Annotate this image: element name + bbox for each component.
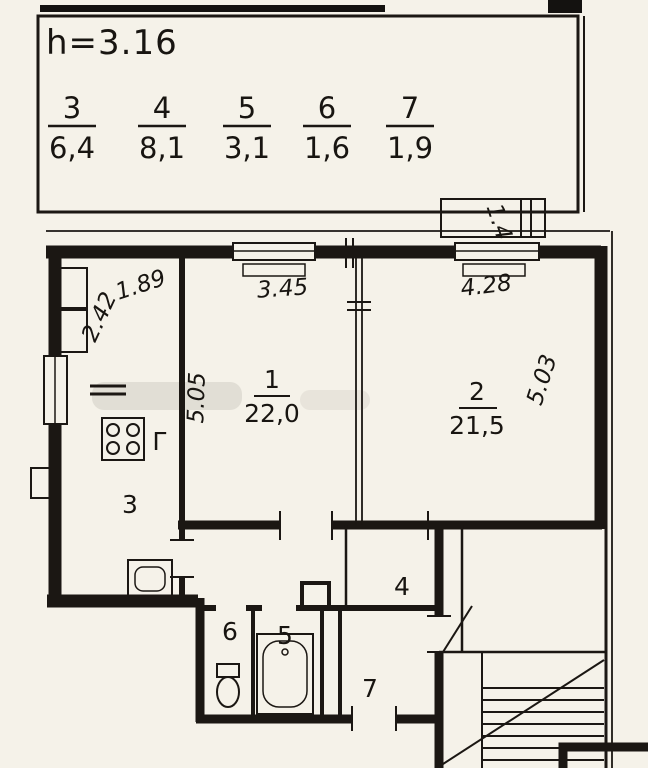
room1-area: 22,0 xyxy=(244,399,300,428)
stove xyxy=(101,417,145,461)
legend-room-number: 7 xyxy=(401,91,419,125)
tick-hall-door xyxy=(279,511,333,540)
bathtub xyxy=(256,633,314,715)
scan-smudge-top xyxy=(40,5,385,12)
room5-number: 5 xyxy=(277,621,293,650)
legend-room-area: 8,1 xyxy=(139,131,185,165)
toilet-bowl xyxy=(216,676,240,708)
staircase xyxy=(442,605,605,768)
doorway-ticks xyxy=(170,238,451,731)
lower-landing-block xyxy=(558,742,648,768)
bathtub-drain xyxy=(281,648,289,656)
tick-kitchen-door xyxy=(170,539,194,578)
legend-box xyxy=(36,14,580,214)
kitchen-vent-marks xyxy=(90,384,126,396)
ceiling-height-note: h=3.16 xyxy=(46,23,178,63)
room2-number: 2 xyxy=(469,377,485,406)
stove-burner xyxy=(126,423,140,437)
dim-2-42: 2.42 xyxy=(77,288,122,345)
scan-smudge-top-right xyxy=(548,0,582,13)
vent-shaft-lower xyxy=(49,309,88,353)
room-labels: 1 22,0 2 21,5 3 4 5 6 7 xyxy=(122,365,505,703)
windows xyxy=(30,198,546,499)
room3-number: 3 xyxy=(122,490,138,519)
legend-room-area: 1,6 xyxy=(304,131,350,165)
toilet-tank xyxy=(216,663,240,678)
stove-burner xyxy=(126,441,140,455)
dim-3-45: 3.45 xyxy=(256,274,309,304)
interior-walls xyxy=(179,258,606,719)
watermark-blob xyxy=(92,382,242,410)
dim-5-03: 5.03 xyxy=(522,351,563,408)
room4-number: 4 xyxy=(394,572,410,601)
room6-number: 6 xyxy=(222,617,238,646)
legend-room-area: 1,9 xyxy=(387,131,433,165)
legend-room-number: 5 xyxy=(238,91,256,125)
tick-bottom-door xyxy=(351,706,397,731)
stair-direction-line xyxy=(442,659,605,765)
balcony-hatch xyxy=(520,199,532,237)
radiator-room2 xyxy=(462,263,526,277)
watermark-blob xyxy=(300,390,370,410)
stair-hatch xyxy=(442,605,473,653)
legend-room-number: 6 xyxy=(318,91,336,125)
watermark-smudge xyxy=(92,382,370,410)
dim-4-28: 4.28 xyxy=(459,270,513,302)
room2-area: 21,5 xyxy=(449,411,505,440)
legend-room-area: 6,4 xyxy=(49,131,95,165)
dim-5-05: 5.05 xyxy=(183,372,211,424)
tick-top-wall xyxy=(345,238,354,268)
building-outline xyxy=(46,230,613,768)
tick-room-divider xyxy=(347,301,371,311)
legend: h=3.16 3 6,4 4 8,1 5 3,1 6 1,6 7 1,9 xyxy=(36,14,585,214)
kitchen-sink xyxy=(127,559,173,599)
stove-mark-label: Г xyxy=(152,427,167,456)
legend-room-number: 4 xyxy=(153,91,171,125)
fixtures xyxy=(90,384,648,768)
stove-burner xyxy=(106,441,120,455)
stove-burner xyxy=(106,423,120,437)
wall-notch xyxy=(30,467,56,499)
bathtub-basin xyxy=(262,640,308,708)
radiator-room1 xyxy=(242,263,306,277)
kitchen-sink-basin xyxy=(134,566,166,592)
room7-number: 7 xyxy=(362,674,378,703)
room1-number: 1 xyxy=(264,365,280,394)
tick-entrance-door xyxy=(427,615,451,653)
legend-room-area: 3,1 xyxy=(224,131,270,165)
duct-box xyxy=(300,581,331,610)
vent-shaft-upper xyxy=(49,267,88,309)
legend-room-number: 3 xyxy=(63,91,81,125)
scan-artifacts xyxy=(40,0,582,13)
balcony xyxy=(440,198,546,238)
exterior-walls xyxy=(46,245,608,768)
